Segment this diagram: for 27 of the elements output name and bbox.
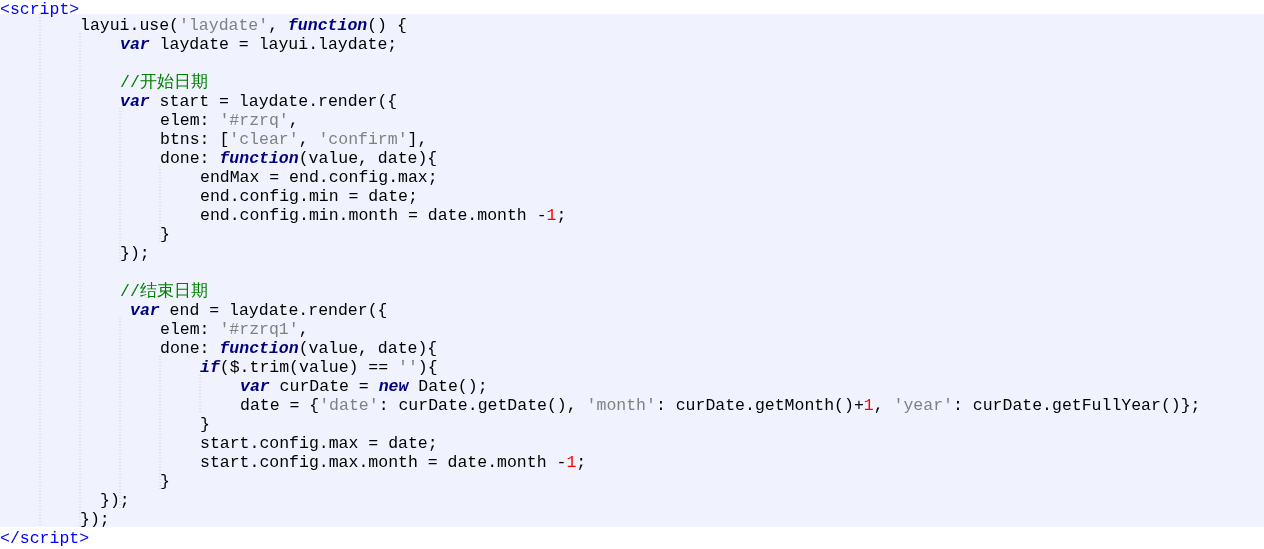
code-line: var curDate = new Date();: [240, 377, 488, 396]
code-line: var end = laydate.render({: [130, 301, 388, 320]
code-line: end.config.min.month = date.month -1;: [200, 206, 567, 225]
code-line: </script>: [0, 529, 90, 548]
code-line: }: [200, 415, 210, 434]
code-line: });: [120, 244, 150, 263]
code-line: elem: '#rzrq1',: [160, 320, 309, 339]
code-line: endMax = end.config.max;: [200, 168, 438, 187]
code-line: }: [160, 225, 170, 244]
code-line: //开始日期: [120, 73, 208, 92]
code-line: start.config.max.month = date.month -1;: [200, 453, 587, 472]
code-line: start.config.max = date;: [200, 434, 438, 453]
code-line: btns: ['clear', 'confirm'],: [160, 130, 428, 149]
code-line: var laydate = layui.laydate;: [120, 35, 398, 54]
code-line: //结束日期: [120, 282, 208, 301]
code-line: }: [160, 472, 170, 491]
code-line: <script>: [0, 0, 80, 19]
code-line: date = {'date': curDate.getDate(), 'month': curDate.getMonth()+1, 'year': curDate.getFullYear()};: [240, 396, 1201, 415]
code-line: end.config.min = date;: [200, 187, 418, 206]
code-line: done: function(value, date){: [160, 339, 438, 358]
code-line: if($.trim(value) == ''){: [200, 358, 438, 377]
code-line: done: function(value, date){: [160, 149, 438, 168]
code-line: });: [100, 491, 130, 510]
code-line: layui.use('laydate', function() {: [80, 16, 407, 35]
code-line: var start = laydate.render({: [120, 92, 398, 111]
code-line: elem: '#rzrq',: [160, 111, 299, 130]
code-line: });: [80, 510, 110, 529]
